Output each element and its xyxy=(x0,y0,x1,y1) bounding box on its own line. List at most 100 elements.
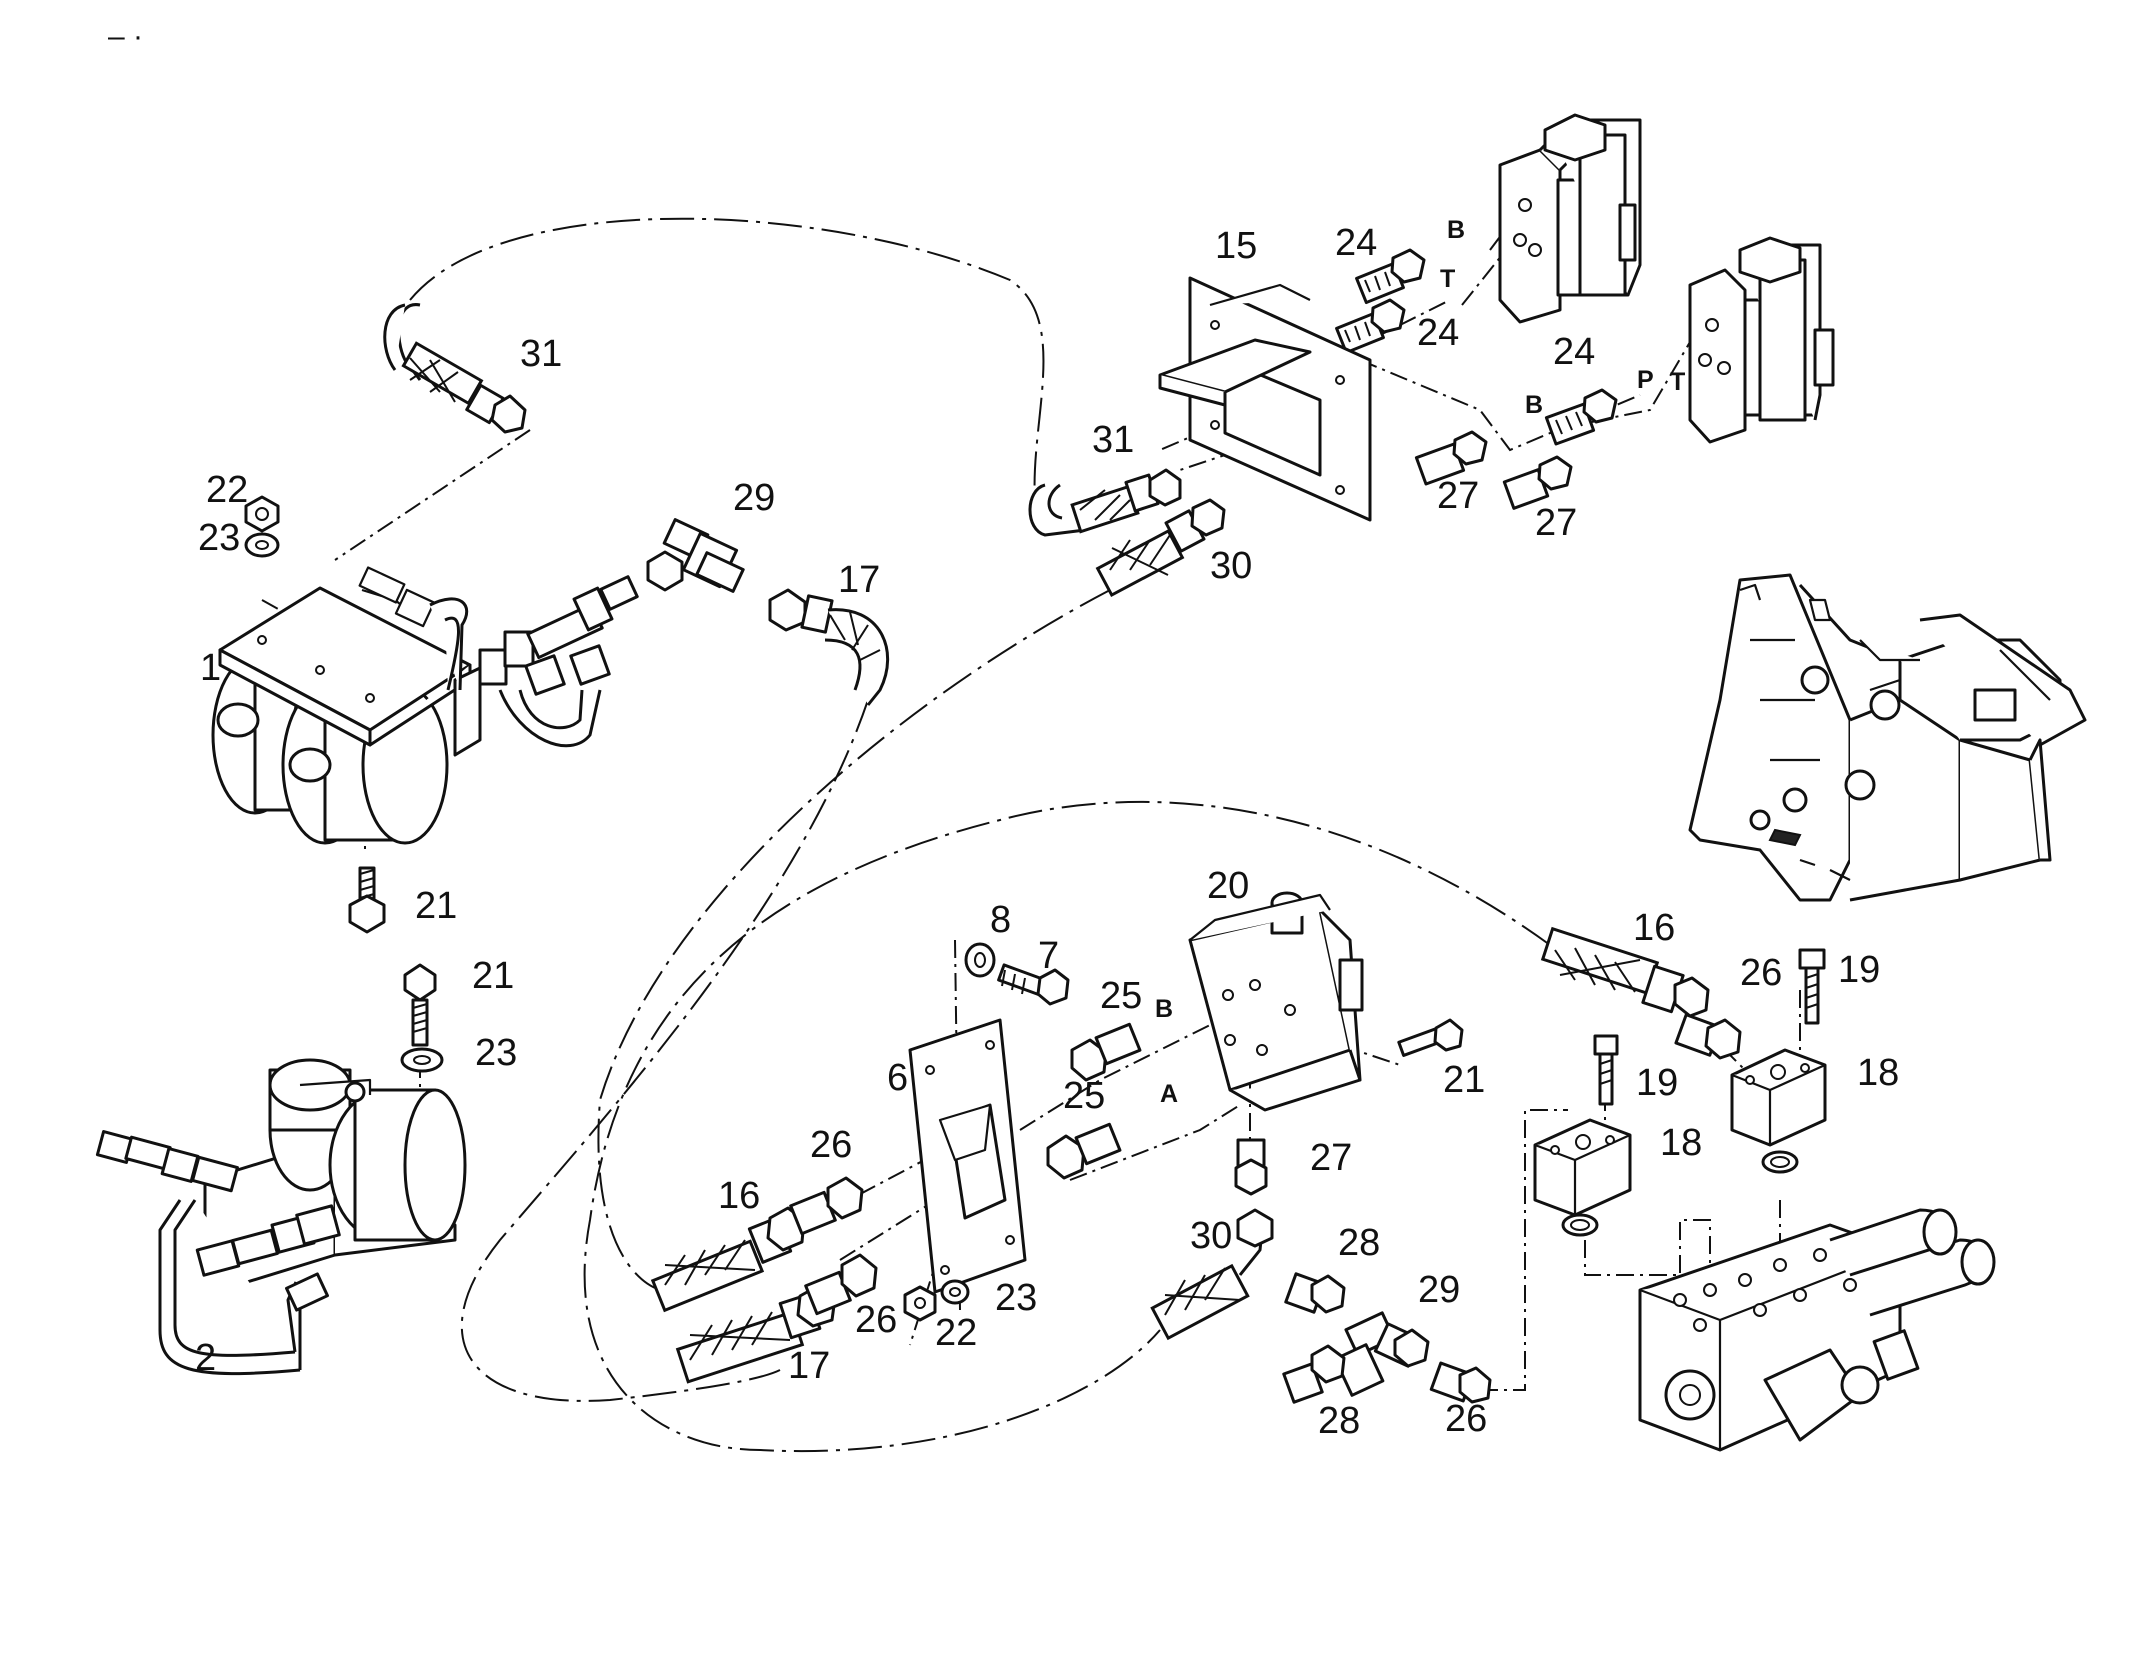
callout-c31b: 31 xyxy=(1092,419,1134,461)
callout-c29b: 29 xyxy=(1418,1269,1460,1311)
callout-c24c: 24 xyxy=(1553,331,1595,373)
tractor-frame-illustration xyxy=(1688,573,2087,902)
callout-c19a: 19 xyxy=(1636,1062,1678,1104)
washer-23-bottom xyxy=(940,1279,970,1305)
fitting-27-b xyxy=(1502,455,1573,510)
port-label-p-a: A xyxy=(1160,1080,1178,1108)
fitting-26-d xyxy=(1429,1361,1492,1404)
washer-8 xyxy=(964,942,996,978)
callout-c15: 15 xyxy=(1215,225,1257,267)
solenoid-valve-upper xyxy=(1498,113,1642,324)
callout-c6: 6 xyxy=(887,1057,908,1099)
callout-c26c: 26 xyxy=(1740,952,1782,994)
callout-numbers: 1267815161617171818191920212121222223232… xyxy=(195,222,1899,1442)
plug-28-b xyxy=(1282,1344,1346,1404)
port-label-p-t1: T xyxy=(1440,265,1455,293)
callout-c26a: 26 xyxy=(810,1124,852,1166)
callout-c20: 20 xyxy=(1207,865,1249,907)
bolt-19-left xyxy=(1593,1034,1619,1106)
fitting-25-b xyxy=(1046,1122,1122,1180)
callout-c21a: 21 xyxy=(415,885,457,927)
callout-c29a: 29 xyxy=(733,477,775,519)
callout-c30a: 30 xyxy=(1210,545,1252,587)
bolt-7 xyxy=(997,963,1070,1006)
fitting-26-c xyxy=(1674,1013,1742,1060)
tee-fitting-29-right xyxy=(1333,1311,1430,1397)
callout-c16b: 16 xyxy=(1633,907,1675,949)
callout-c17a: 17 xyxy=(838,559,880,601)
callout-c2: 2 xyxy=(195,1337,216,1379)
callout-c19b: 19 xyxy=(1838,949,1880,991)
hose-31-right xyxy=(1028,468,1182,537)
fitting-24-c xyxy=(1544,388,1618,446)
control-valve-20 xyxy=(1188,891,1364,1112)
flange-block-18-left xyxy=(1533,1118,1632,1237)
callout-c18a: 18 xyxy=(1660,1122,1702,1164)
callout-c24a: 24 xyxy=(1335,222,1377,264)
plug-28-a xyxy=(1284,1272,1346,1314)
fitting-24-a xyxy=(1355,248,1426,305)
fitting-26-b xyxy=(804,1253,878,1316)
callout-c26b: 26 xyxy=(855,1299,897,1341)
callout-c22a: 22 xyxy=(206,469,248,511)
accumulator-assembly-2 xyxy=(95,1058,467,1376)
hose-routing-lines xyxy=(409,217,1551,1453)
callout-c7: 7 xyxy=(1038,935,1059,977)
port-label-p-b2: B xyxy=(1525,391,1543,419)
callout-c16a: 16 xyxy=(718,1175,760,1217)
tee-fitting-29-left xyxy=(646,518,745,593)
nut-22-bottom xyxy=(903,1285,937,1322)
callout-c27a: 27 xyxy=(1437,475,1479,517)
hose-16-left xyxy=(650,1206,806,1313)
callout-c18b: 18 xyxy=(1857,1052,1899,1094)
callout-c22b: 22 xyxy=(935,1312,977,1354)
hose-30-top xyxy=(1095,498,1226,598)
mounting-plate-6 xyxy=(908,1018,1027,1294)
washer-23-top xyxy=(244,532,280,558)
callout-c31a: 31 xyxy=(520,333,562,375)
bolt-19-right xyxy=(1798,948,1826,1025)
fitting-26-a xyxy=(789,1176,864,1236)
callout-c26d: 26 xyxy=(1445,1398,1487,1440)
port-label-p-b3: B xyxy=(1155,995,1173,1023)
hose-31-left xyxy=(383,303,527,434)
callout-c28a: 28 xyxy=(1338,1222,1380,1264)
bolt-21-lower xyxy=(348,866,386,934)
solenoid-valve-lower xyxy=(1688,236,1835,444)
callout-c8: 8 xyxy=(990,899,1011,941)
bolt-21-upper xyxy=(403,963,437,1047)
callout-c1: 1 xyxy=(200,647,221,689)
bolt-21-valve xyxy=(1397,1018,1464,1057)
fitting-24-b xyxy=(1335,298,1406,355)
callout-c24b: 24 xyxy=(1417,312,1459,354)
washer-23-left xyxy=(400,1047,444,1073)
callout-c25a: 25 xyxy=(1100,975,1142,1017)
fitting-27-a xyxy=(1414,430,1488,486)
callout-c23a: 23 xyxy=(198,517,240,559)
callout-c23b: 23 xyxy=(475,1032,517,1074)
accumulator-block-1 xyxy=(211,566,639,845)
port-label-p-p: P xyxy=(1637,366,1654,394)
callout-c21b: 21 xyxy=(472,955,514,997)
hose-16-right xyxy=(1540,926,1710,1018)
flange-block-18-right xyxy=(1730,1048,1827,1174)
callout-c21c: 21 xyxy=(1443,1059,1485,1101)
callout-c30b: 30 xyxy=(1190,1215,1232,1257)
page-mark: – · xyxy=(108,20,143,53)
callout-c17b: 17 xyxy=(788,1345,830,1387)
directional-control-valve-assembly xyxy=(1638,1208,1996,1452)
port-label-p-b1: B xyxy=(1447,216,1465,244)
callout-c27b: 27 xyxy=(1535,502,1577,544)
fitting-25-a xyxy=(1070,1022,1142,1082)
fitting-27-c xyxy=(1234,1138,1268,1196)
hose-30-bottom xyxy=(1150,1208,1274,1341)
mounting-bracket-15 xyxy=(1158,276,1372,522)
callout-c27c: 27 xyxy=(1310,1137,1352,1179)
port-label-p-t2: T xyxy=(1670,368,1685,396)
callout-c28b: 28 xyxy=(1318,1400,1360,1442)
callout-c25b: 25 xyxy=(1063,1075,1105,1117)
callout-c23c: 23 xyxy=(995,1277,1037,1319)
hose-17-top xyxy=(768,588,890,706)
